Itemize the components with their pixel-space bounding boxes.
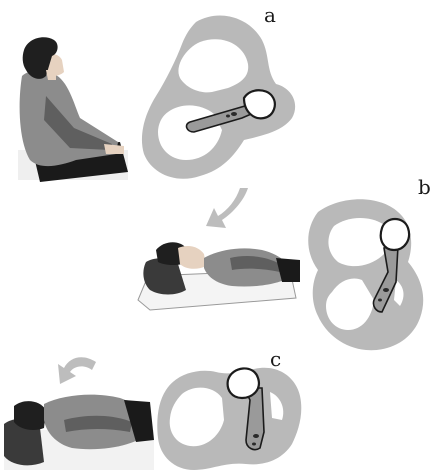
label-c: c xyxy=(270,347,281,371)
side-lying-patient-photo xyxy=(4,395,154,470)
labyrinth-c xyxy=(157,368,301,470)
seated-patient-photo xyxy=(18,37,128,182)
labyrinth-b xyxy=(308,199,423,350)
curved-arrow-rotate-back-icon xyxy=(58,357,96,384)
supine-patient-photo xyxy=(138,242,300,310)
label-b: b xyxy=(418,175,431,199)
label-a: a xyxy=(264,3,276,27)
labyrinth-a xyxy=(142,16,295,179)
curved-arrow-down-left-icon xyxy=(206,188,248,228)
